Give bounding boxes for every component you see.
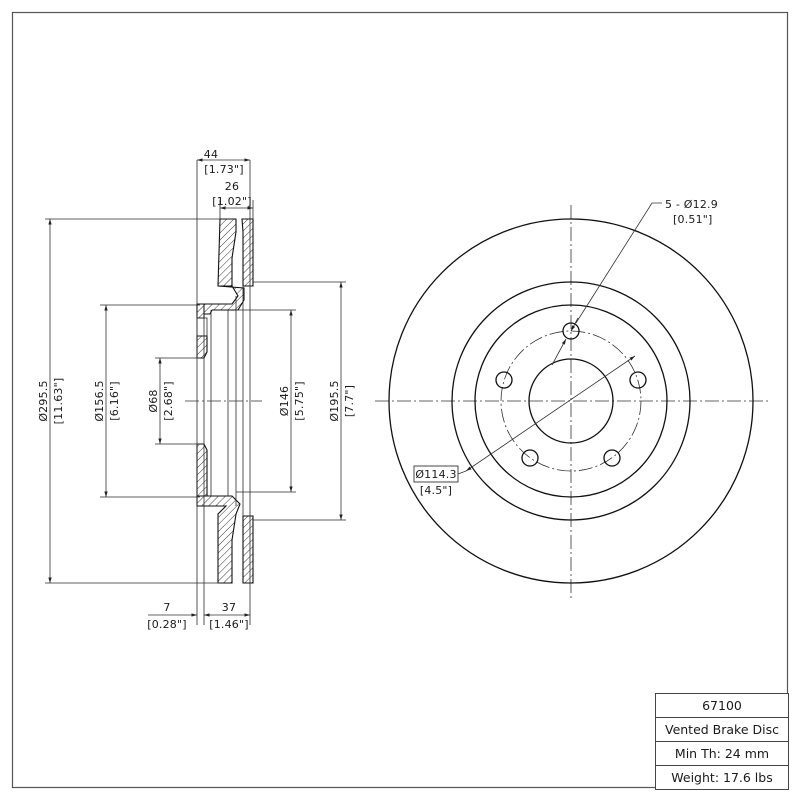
dim-overall-width: 44 [204, 148, 218, 161]
bolt-hole [562, 322, 580, 340]
weight: Weight: 17.6 lbs [656, 766, 788, 790]
bolt-hole [629, 371, 647, 389]
section-view: 44 [1.73"] 26 [1.02"] Ø295.5 [11.63"] Ø1… [37, 148, 356, 631]
dim-outer-diameter: Ø295.5 [37, 380, 50, 421]
min-thickness: Min Th: 24 mm [656, 742, 788, 766]
bolt-hole [521, 449, 539, 467]
svg-text:[1.46"]: [1.46"] [209, 618, 249, 631]
bolt-hole [495, 371, 513, 389]
svg-text:[0.51"]: [0.51"] [673, 213, 713, 226]
part-description: Vented Brake Disc [656, 718, 788, 742]
dim-vane-diameter: Ø195.5 [328, 380, 341, 421]
dim-center-bore: Ø68 [147, 389, 160, 412]
dim-hat-height: 37 [222, 601, 236, 614]
svg-text:[0.28"]: [0.28"] [147, 618, 187, 631]
hat-wall-upper [196, 303, 205, 319]
svg-text:[5.75"]: [5.75"] [293, 381, 306, 421]
svg-text:[11.63"]: [11.63"] [52, 378, 65, 425]
bolt-hole-label: 5 - Ø12.9 [665, 198, 718, 211]
bolt-circle [500, 330, 642, 472]
hat-wall-lower [196, 443, 208, 497]
dim-hat-thickness: 7 [163, 601, 170, 614]
dim-rotor-width: 26 [225, 180, 239, 193]
svg-text:[2.68"]: [2.68"] [162, 381, 175, 421]
svg-text:[6.16"]: [6.16"] [108, 381, 121, 421]
svg-text:[1.73"]: [1.73"] [204, 163, 244, 176]
svg-text:[7.7"]: [7.7"] [343, 385, 356, 417]
rotor-outboard-plate-top [217, 218, 237, 287]
dim-hat-diameter: Ø156.5 [93, 380, 106, 421]
svg-text:[1.02"]: [1.02"] [212, 195, 252, 208]
svg-text:[4.5"]: [4.5"] [420, 484, 452, 497]
drawing-frame [11, 11, 789, 789]
dim-inner-rotor-diameter: Ø146 [278, 386, 291, 416]
bolt-circle-label-box [413, 465, 459, 483]
rotor-outer-edge [388, 218, 754, 584]
front-view: 5 - Ø12.9 [0.51"] Ø114.3 [4.5"] [375, 198, 768, 598]
bolt-circle-label: Ø114.3 [415, 468, 456, 481]
title-block: 67100 Vented Brake Disc Min Th: 24 mm We… [655, 693, 789, 790]
friction-inner-edge [451, 281, 691, 521]
part-number: 67100 [656, 694, 788, 718]
